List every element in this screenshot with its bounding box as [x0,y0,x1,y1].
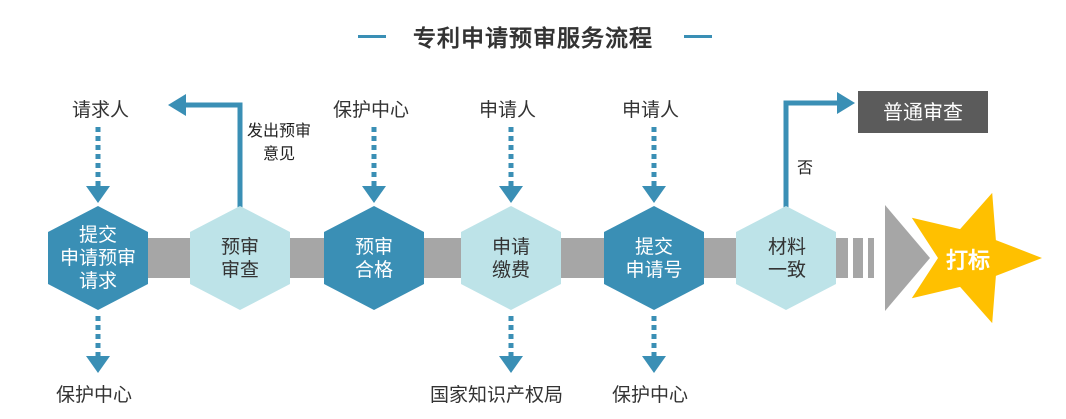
label-protection-center-bottom-1: 保护中心 [56,384,133,406]
step-1-hexagon [48,206,148,310]
step-6-hexagon [736,206,836,310]
regular-review-box: 普通审查 [858,91,988,133]
note-issue-opinion-line2: 意见 [263,144,296,163]
step-2-hexagon [190,206,290,310]
step-4-text: 申请缴费 [491,236,530,281]
label-applicant-1: 申请人 [479,99,537,121]
note-no: 否 [797,158,814,177]
step-4-hexagon [461,206,561,310]
step-5-text: 提交申请号 [625,236,683,281]
diagram-title: 专利申请预审服务流程 [413,26,653,52]
note-issue-opinion-line1: 发出预审 [247,121,312,140]
label-applicant-2: 申请人 [622,99,680,121]
dotted-arrow-top-5 [642,127,666,203]
title-right-dash [684,35,712,38]
label-cnipa: 国家知识产权局 [430,384,564,406]
step-2-text: 预审审查 [220,236,259,281]
dotted-arrow-top-1 [86,127,110,203]
dotted-arrow-bottom-1 [86,316,110,373]
branch-arrow [783,92,855,212]
label-protection-center-bottom-2: 保护中心 [612,384,689,406]
dotted-arrow-top-3 [362,127,386,203]
end-star-shape [911,192,1042,324]
dotted-arrow-bottom-5 [642,316,666,373]
bar-stripe-2 [853,238,863,278]
timeline-arrowhead [885,205,930,311]
dotted-arrow-top-4 [499,127,523,203]
label-requester: 请求人 [72,99,130,121]
step-3-text: 预审合格 [354,236,393,281]
label-protection-center-top: 保护中心 [333,99,410,121]
feedback-arrow [168,94,243,212]
title-left-dash [358,35,386,38]
bar-stripe-3 [868,238,874,278]
step-6-text: 材料一致 [767,236,806,281]
step-5-hexagon [604,206,704,310]
step-1-text: 提交申请预审请求 [59,224,136,292]
dotted-arrow-bottom-4 [499,316,523,373]
step-3-hexagon [324,206,424,310]
end-star-label: 打标 [945,249,990,274]
